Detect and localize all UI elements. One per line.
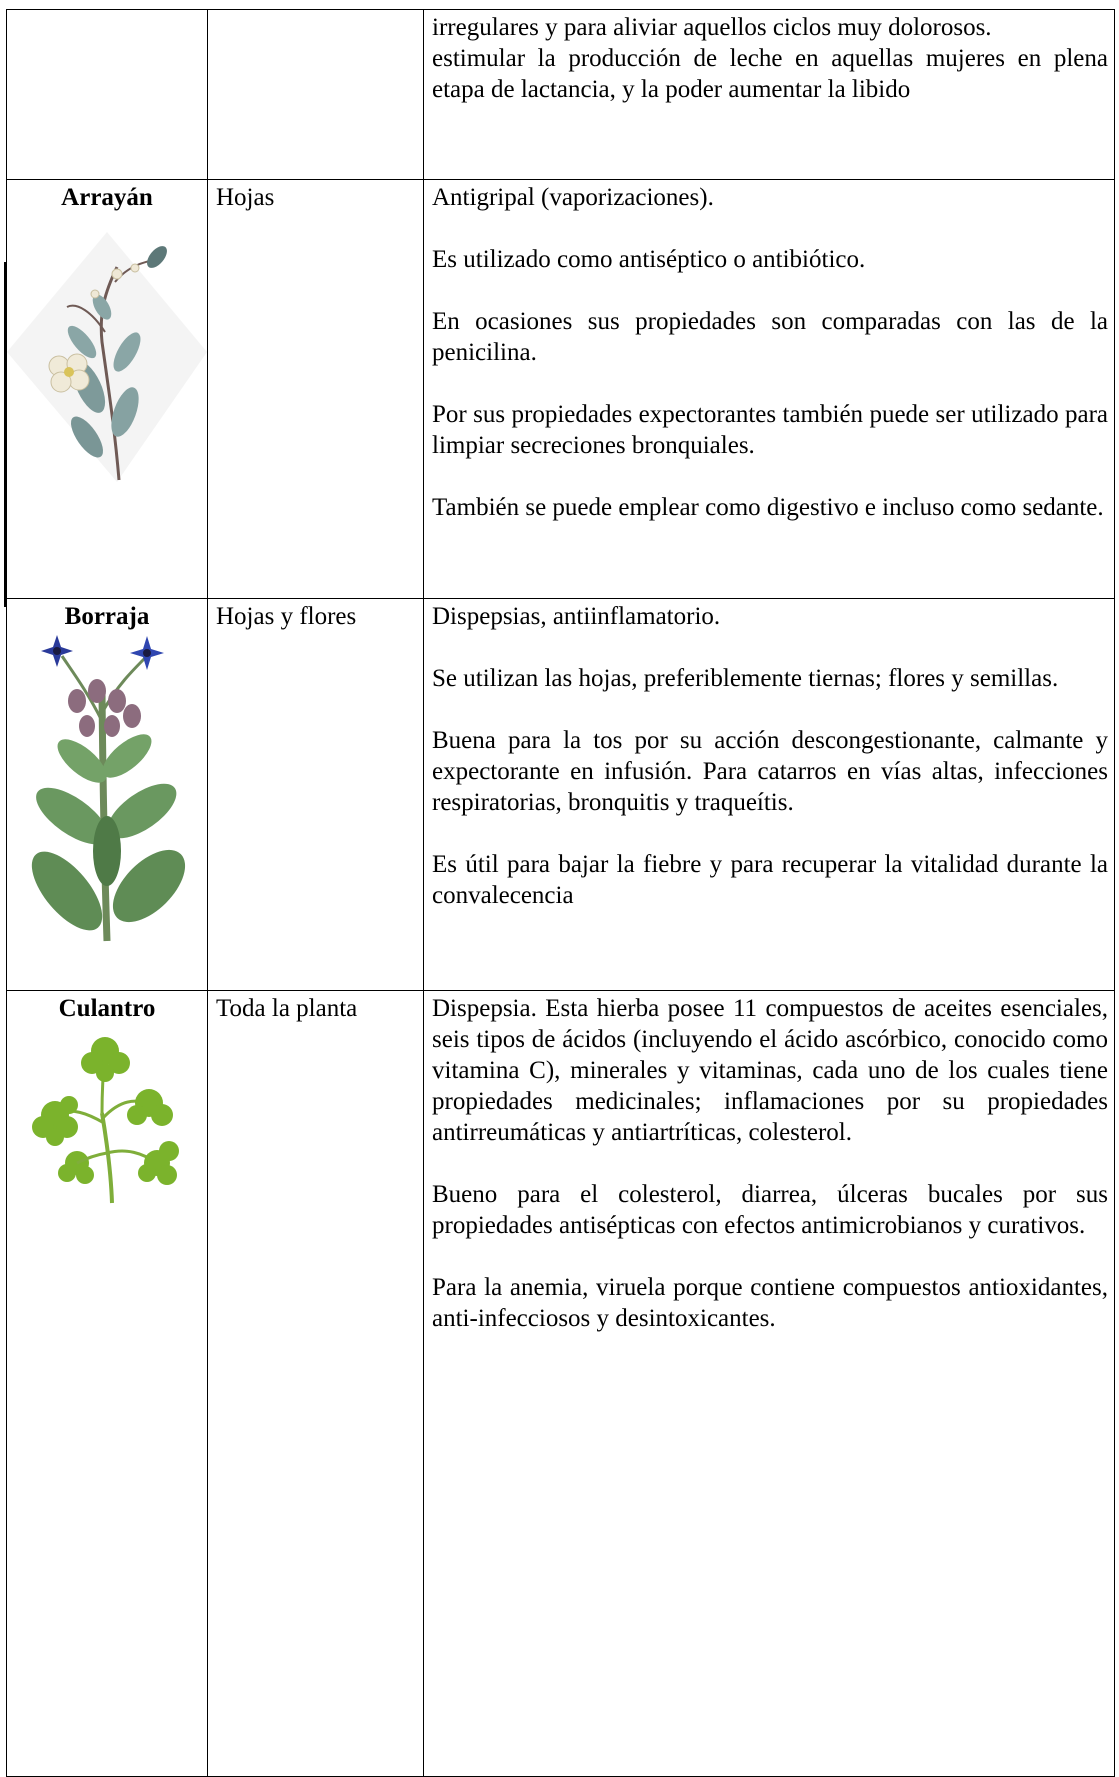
plant-part-cell: Hojas (207, 179, 424, 599)
use-paragraph: Antigripal (vaporizaciones). (432, 184, 714, 211)
use-paragraph: Por sus propiedades expectorantes tambié… (432, 401, 1108, 459)
borage-plant-icon (31, 635, 186, 942)
myrtle-plant-icon (7, 232, 207, 482)
plant-uses-cell: irregulares y para aliviar aquellos cicl… (423, 9, 1115, 180)
use-paragraph: Es útil para bajar la fiebre y para recu… (432, 851, 1108, 909)
use-paragraph: Dispepsia. Esta hierba posee 11 compuest… (432, 995, 1108, 1146)
table-row: Borraja (6, 598, 1115, 991)
use-paragraph: Dispepsias, antiinflamatorio. (432, 603, 721, 630)
table-row: Culantro T (6, 990, 1115, 1777)
use-paragraph: Buena para la tos por su acción desconge… (432, 727, 1108, 816)
plant-uses-cell: Dispepsias, antiinflamatorio. Se utiliza… (423, 598, 1115, 991)
plant-name: Borraja (64, 603, 150, 630)
plant-part: Toda la planta (216, 995, 358, 1022)
plant-part-cell: Toda la planta (207, 990, 424, 1777)
use-paragraph: estimular la producción de leche en aque… (432, 45, 1108, 103)
use-paragraph: Es utilizado como antiséptico o antibiót… (432, 246, 866, 273)
table-row: Arrayán (6, 179, 1115, 599)
use-paragraph: También se puede emplear como digestivo … (432, 494, 1104, 521)
use-paragraph: En ocasiones sus propiedades son compara… (432, 308, 1108, 366)
use-paragraph: Se utilizan las hojas, preferiblemente t… (432, 665, 1059, 692)
plant-part-cell: Hojas y flores (207, 598, 424, 991)
plant-part-cell (207, 9, 424, 180)
plant-name-cell (6, 9, 208, 180)
table-row: irregulares y para aliviar aquellos cicl… (6, 9, 1115, 180)
use-paragraph: Bueno para el colesterol, diarrea, úlcer… (432, 1181, 1108, 1239)
plant-part: Hojas y flores (216, 603, 357, 630)
plant-name-cell: Borraja (6, 598, 208, 991)
margin-line (4, 262, 6, 607)
plant-name-cell: Arrayán (6, 179, 208, 599)
use-paragraph: irregulares y para aliviar aquellos cicl… (432, 14, 992, 41)
plant-name: Culantro (58, 995, 156, 1022)
plant-uses-cell: Dispepsia. Esta hierba posee 11 compuest… (423, 990, 1115, 1777)
plant-table: irregulares y para aliviar aquellos cicl… (6, 9, 1115, 1777)
plant-name: Arrayán (61, 184, 153, 211)
plant-part: Hojas (216, 184, 275, 211)
use-paragraph: Para la anemia, viruela porque contiene … (432, 1274, 1108, 1332)
plant-name-cell: Culantro (6, 990, 208, 1777)
plant-uses-cell: Antigripal (vaporizaciones). Es utilizad… (423, 179, 1115, 599)
coriander-plant-icon (32, 1037, 179, 1204)
